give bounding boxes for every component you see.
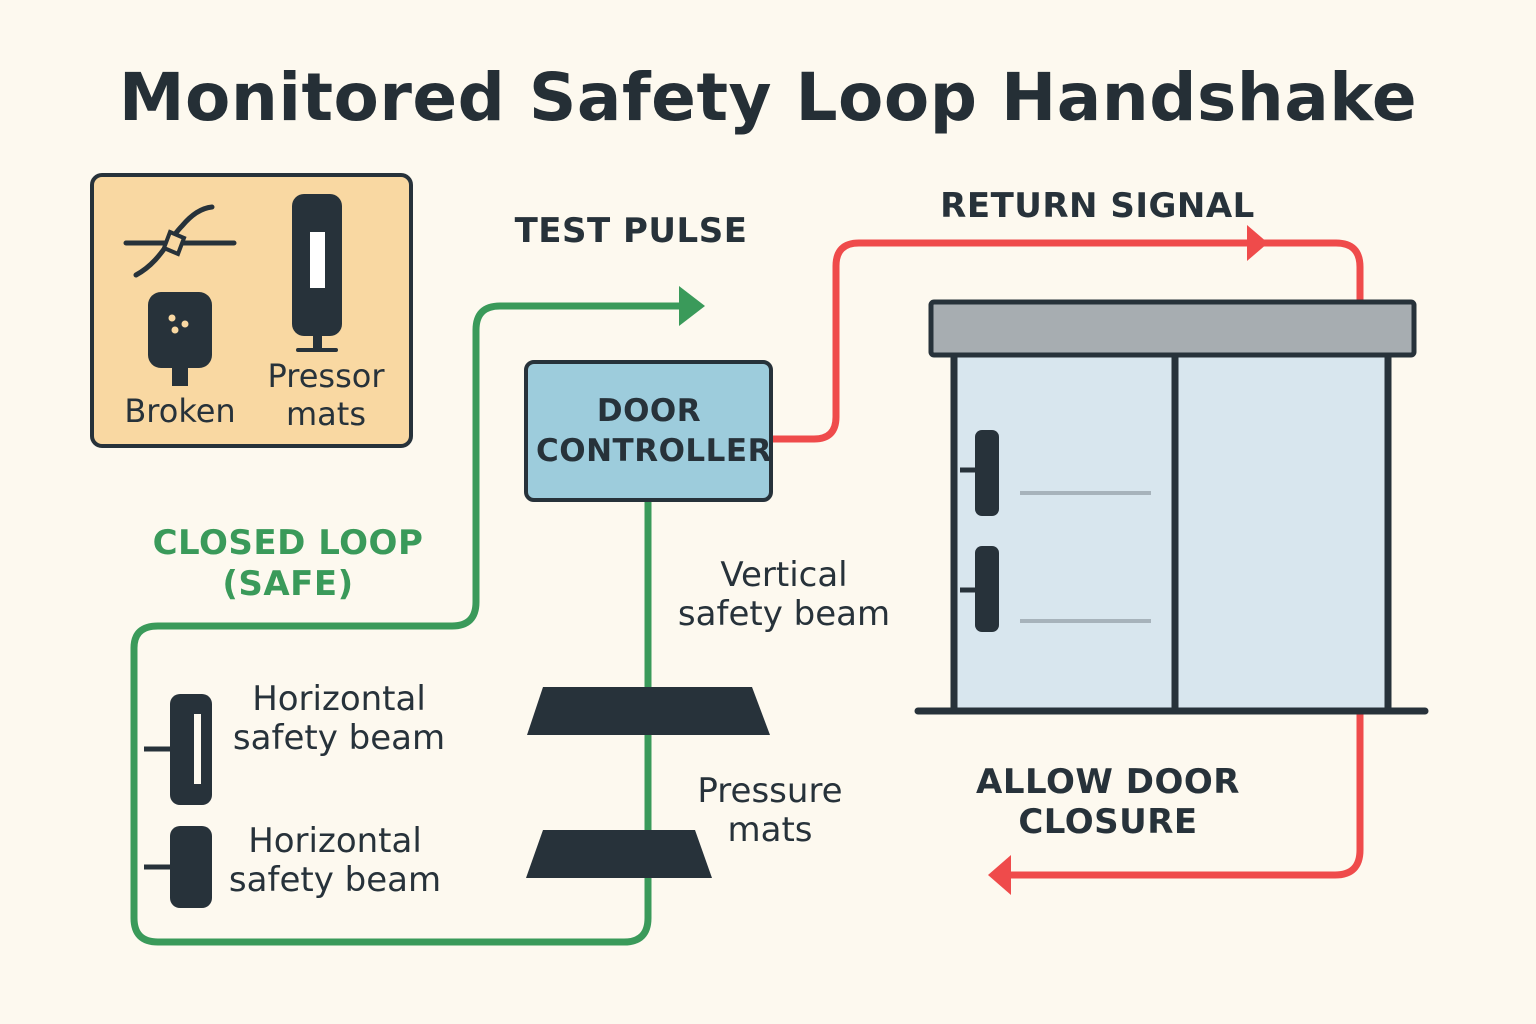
vertical-beam-label: Vertical safety beam: [677, 555, 891, 635]
door-controller-box: [524, 360, 773, 502]
return-signal-label: RETURN SIGNAL: [940, 186, 1255, 226]
allow-door-closure-label: ALLOW DOOR CLOSURE: [976, 762, 1240, 843]
test-pulse-label: TEST PULSE: [514, 211, 748, 251]
pressure-mat-lower: [526, 830, 712, 878]
test-pulse-arrowhead: [679, 286, 705, 326]
closed-loop-label: CLOSED LOOP (SAFE): [152, 523, 424, 604]
horizontal-beam-label-1: Horizontal safety beam: [232, 679, 446, 759]
door-controller-label: DOOR CONTROLLER: [536, 393, 772, 469]
horizontal-beam-label-2: Horizontal safety beam: [228, 821, 442, 901]
door-handle-icon: [975, 546, 999, 632]
pressure-sensor-icon: [292, 194, 342, 352]
legend-label-pressor-mats: Pressor mats: [267, 357, 385, 434]
closed-loop-path: [130, 286, 705, 946]
door-handle-icon: [975, 430, 999, 516]
allow-closure-arrowhead: [988, 855, 1011, 895]
legend-label-broken: Broken: [124, 392, 236, 430]
horizontal-beam-sensor-1: [170, 694, 212, 805]
legend-box: [90, 173, 413, 448]
broken-beam-icon: [123, 204, 237, 278]
page-title: Monitored Safety Loop Handshake: [118, 59, 1418, 136]
horizontal-beam-sensor-2: [170, 826, 212, 908]
return-signal-path: [772, 225, 1364, 895]
sensor-plug-icon: [148, 292, 212, 386]
pressure-mats-label: Pressure mats: [697, 771, 843, 851]
return-arrowhead: [1247, 225, 1268, 261]
pressure-mat-upper: [527, 687, 770, 735]
sliding-door: [914, 299, 1429, 715]
